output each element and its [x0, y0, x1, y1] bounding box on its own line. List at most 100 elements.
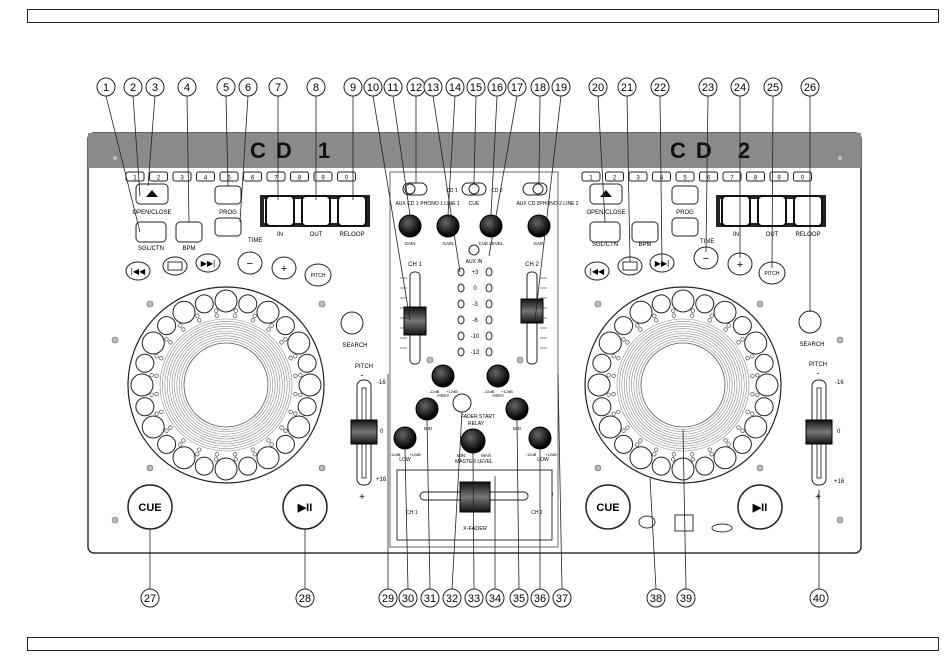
time-button[interactable]	[214, 217, 242, 237]
track-button-right-3[interactable]	[628, 171, 648, 182]
cue-level-knob[interactable]	[479, 214, 503, 238]
track-button-left-4[interactable]	[196, 171, 215, 182]
jog-dot-left	[293, 411, 298, 416]
open-close-label: OPEN/CLOSE	[132, 210, 171, 216]
prog-button-right[interactable]	[671, 185, 699, 205]
reloop-button[interactable]	[337, 195, 367, 227]
ch2-fader[interactable]	[520, 298, 544, 324]
jog-dot-left	[168, 340, 173, 345]
track-button-right-1[interactable]	[581, 171, 601, 182]
track-button-left-3[interactable]	[172, 171, 192, 182]
callout-circle-36	[530, 588, 550, 608]
track-button-left-2[interactable]	[149, 171, 168, 182]
callout-leader-25	[771, 95, 774, 269]
jog-dot-left	[283, 428, 288, 433]
search-button-right[interactable]	[798, 310, 822, 334]
track-button-right-10[interactable]	[793, 171, 812, 182]
jog-dot-right	[652, 313, 657, 318]
callout-leader-19	[534, 95, 562, 321]
track-button-right-5[interactable]	[675, 171, 695, 182]
pitch-bottom-value: +16	[376, 477, 387, 483]
high-knob-ch1[interactable]	[431, 364, 455, 388]
low-knob-ch1[interactable]	[393, 426, 417, 450]
play-button-right[interactable]	[737, 484, 783, 530]
callout-leader-13	[432, 95, 461, 273]
folder-button[interactable]	[162, 256, 188, 276]
mid-knob-ch1[interactable]	[415, 397, 439, 421]
bpm-button[interactable]	[175, 221, 203, 243]
track-button-right-2[interactable]	[605, 171, 624, 182]
jog-pad-left-5	[256, 446, 280, 470]
callout-circle-26	[800, 77, 820, 97]
play-button-left[interactable]	[282, 484, 328, 530]
search-label: SEARCH	[342, 343, 367, 349]
pitch-fader-left[interactable]	[350, 419, 378, 445]
callout-number-25: 25	[767, 82, 779, 94]
search-button[interactable]	[340, 311, 364, 335]
next-button[interactable]	[195, 253, 221, 273]
jog-dot-left	[269, 323, 274, 328]
jog-dot-left	[197, 447, 202, 452]
track-number-left-8: 8	[298, 176, 302, 182]
master-level-knob[interactable]	[460, 428, 486, 454]
jog-wheel-left[interactable]	[127, 286, 325, 484]
track-button-left-9[interactable]	[313, 171, 333, 182]
track-button-right-6[interactable]	[699, 171, 718, 182]
prog-button[interactable]	[214, 185, 242, 205]
pitch-bend-button[interactable]	[304, 263, 332, 287]
callout-circle-30	[398, 588, 418, 608]
ch1-fader[interactable]	[403, 306, 427, 336]
left-deck-buttons: OPEN/CLOSE SGL/CTN BPM PROG TIME IN OUT …	[125, 183, 387, 530]
gain-knob-right[interactable]	[527, 214, 551, 238]
low-knob-ch2[interactable]	[528, 426, 552, 450]
sgl-ctn-button-right[interactable]	[589, 221, 621, 243]
vu-led-left-4	[457, 315, 465, 325]
vu-led-right-2	[485, 283, 493, 293]
track-number-right-9: 9	[777, 176, 781, 182]
pitch-minus-button[interactable]	[237, 251, 263, 275]
prev-button-right[interactable]	[584, 261, 610, 281]
jog-pad-left-3	[287, 415, 311, 439]
track-number-right-5: 5	[683, 176, 687, 182]
in-button-right[interactable]	[721, 195, 751, 227]
play-label-left: ▶II	[297, 502, 313, 514]
jog-wheel-right[interactable]	[584, 286, 782, 484]
callout-number-19: 19	[555, 82, 567, 94]
pitch-fader-right[interactable]	[805, 419, 833, 445]
out-button[interactable]	[301, 195, 331, 227]
mid-knob-ch2[interactable]	[505, 397, 529, 421]
track-button-left-8[interactable]	[290, 171, 309, 182]
track-button-right-9[interactable]	[769, 171, 789, 182]
prog-label: PROG	[219, 210, 237, 216]
track-button-right-4[interactable]	[652, 171, 671, 182]
track-button-left-10[interactable]	[337, 171, 356, 182]
track-button-left-7[interactable]	[266, 171, 286, 182]
time-button-right[interactable]	[671, 217, 699, 237]
reloop-button-right[interactable]	[793, 195, 823, 227]
jog-pad-left-8	[194, 456, 214, 476]
callout-leader-11	[392, 95, 411, 216]
x-fader-knob[interactable]	[459, 481, 491, 513]
gain-knob-left[interactable]	[398, 214, 422, 238]
jog-dot-right	[723, 327, 728, 332]
in-button[interactable]	[265, 195, 295, 227]
relay-button[interactable]	[452, 393, 472, 413]
jog-dot-right	[750, 354, 755, 359]
bpm-button-right[interactable]	[631, 221, 659, 243]
track-button-right-7[interactable]	[722, 171, 742, 182]
jog-dot-right	[671, 313, 676, 318]
sgl-ctn-button[interactable]	[135, 221, 167, 243]
callout-leader-17	[488, 95, 518, 257]
gain-knob-ch1b[interactable]	[436, 214, 460, 238]
prev-button[interactable]	[125, 261, 151, 281]
high-knob-ch2[interactable]	[486, 364, 510, 388]
pitch-plus-button[interactable]	[271, 256, 297, 280]
cue-button-right[interactable]	[585, 484, 631, 530]
callout-circle-13	[423, 77, 443, 97]
cue-button-left[interactable]	[127, 484, 173, 530]
track-button-right-8[interactable]	[746, 171, 765, 182]
jog-pad-right-1	[755, 373, 779, 397]
track-button-left-6[interactable]	[243, 171, 262, 182]
track-button-left-5[interactable]	[219, 171, 239, 182]
vu-led-right-1	[485, 267, 493, 277]
